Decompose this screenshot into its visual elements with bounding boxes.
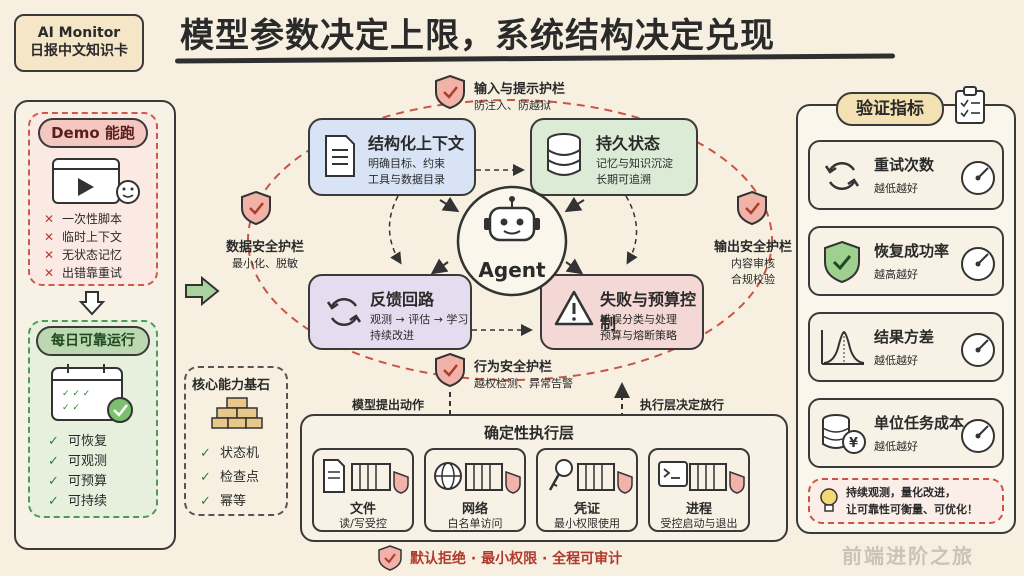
- exec-left-label: 模型提出动作: [352, 398, 425, 412]
- svg-text:✓ ✓: ✓ ✓: [62, 403, 80, 413]
- brand-badge: AI Monitor 日报中文知识卡: [14, 14, 144, 72]
- feedback-title: 反馈回路: [370, 290, 435, 309]
- warning-icon: [554, 290, 594, 326]
- shield-icon: [241, 190, 271, 226]
- shield-icon: [435, 352, 465, 388]
- footer-text: 默认拒绝 · 最小权限 · 全程可审计: [410, 551, 623, 567]
- list-item: ✓幂等: [200, 490, 259, 514]
- down-arrow-icon: [78, 291, 106, 316]
- failure-card: 失败与预算控制 错误分类与处理 预算与熔断策略: [540, 274, 704, 350]
- action-guard: 行为安全护栏 越权检测、异常告警: [474, 360, 573, 390]
- gauge-icon: [961, 247, 995, 281]
- document-icon: [325, 135, 355, 177]
- list-item: ✓可恢复: [48, 432, 107, 452]
- guard-ring: [247, 99, 773, 381]
- list-item: ✓可预算: [48, 472, 107, 492]
- right-arrow-icon: [185, 275, 220, 307]
- gauge-icon: [961, 419, 995, 453]
- state-title: 持久状态: [596, 134, 661, 153]
- key-icon: [548, 459, 633, 494]
- context-title: 结构化上下文: [368, 134, 465, 153]
- metrics-note: [808, 478, 1004, 524]
- check-icon: ✓: [48, 454, 59, 469]
- retry-icon: [824, 161, 860, 191]
- gauge-icon: [961, 333, 995, 367]
- input-guard: 输入与提示护栏 防注入、防越狱: [474, 82, 566, 112]
- list-item: ✓状态机: [200, 442, 259, 466]
- globe-icon: [434, 462, 521, 494]
- exec-item-credential: 凭证 最小权限使用: [536, 448, 638, 532]
- list-item: ✓可持续: [48, 492, 107, 512]
- file-icon: [323, 459, 409, 494]
- output-guard: 输出安全护栏 内容审核 合规校验: [713, 240, 792, 286]
- data-guard: 数据安全护栏 最小化、脱敏: [225, 240, 304, 270]
- metric-cost: ¥ 单位任务成本 越低越好: [808, 398, 1004, 468]
- core-panel: [184, 366, 288, 516]
- check-icon: ✓: [48, 434, 59, 449]
- list-item: ✕无状态记忆: [44, 248, 123, 262]
- exec-title: 确定性执行层: [484, 424, 575, 442]
- bricks-icon: [211, 397, 263, 429]
- refresh-icon: [326, 297, 362, 327]
- exec-item-file: 文件 读/写受控: [312, 448, 414, 532]
- failure-sub: 错误分类与处理 预算与熔断策略: [600, 313, 677, 342]
- exec-item-network: 网络 白名单访问: [424, 448, 526, 532]
- list-item: ✓检查点: [200, 466, 259, 490]
- state-card: 持久状态 记忆与知识沉淀 长期可追溯: [530, 118, 698, 196]
- cross-icon: ✕: [44, 212, 55, 226]
- svg-text:✓ ✓ ✓: ✓ ✓ ✓: [62, 389, 90, 399]
- check-icon: ✓: [200, 470, 211, 485]
- video-window-icon: [52, 158, 140, 204]
- shield-icon: [378, 545, 402, 571]
- core-title: 核心能力基石: [192, 378, 271, 393]
- shield-icon: [737, 190, 767, 226]
- bulb-icon: [820, 488, 838, 512]
- svg-text:¥: ¥: [849, 436, 858, 451]
- bell-curve-icon: [821, 330, 865, 365]
- agent-label: Agent: [478, 258, 546, 282]
- clipboard-icon: [955, 86, 985, 124]
- check-icon: ✓: [48, 494, 59, 509]
- database-icon: [547, 133, 581, 176]
- cross-icon: ✕: [44, 230, 55, 244]
- list-item: ✓可观测: [48, 452, 107, 472]
- watermark: 前端进阶之旅: [842, 544, 974, 568]
- metric-recovery: 恢复成功率 越高越好: [808, 226, 1004, 296]
- list-item: ✕一次性脚本: [44, 212, 123, 226]
- cross-icon: ✕: [44, 266, 55, 280]
- exec-item-process: 进程 受控启动与退出: [648, 448, 750, 532]
- check-icon: ✓: [200, 446, 211, 461]
- demo-list: ✕一次性脚本 ✕临时上下文 ✕无状态记忆 ✕出错靠重试: [44, 210, 122, 282]
- demo-title: Demo 能跑: [38, 118, 148, 148]
- shield-icon: [435, 74, 465, 110]
- list-item: ✕出错靠重试: [44, 266, 123, 280]
- daily-list: ✓可恢复 ✓可观测 ✓可预算 ✓可持续: [48, 432, 107, 512]
- context-sub: 明确目标、约束 工具与数据目录: [368, 157, 445, 186]
- exec-right-label: 执行层决定放行: [640, 398, 725, 412]
- failure-title: 失败与预算控制: [600, 290, 697, 333]
- metrics-title: 验证指标: [836, 92, 944, 126]
- badge-line-2: 日报中文知识卡: [30, 43, 128, 59]
- shield-check-icon: [824, 240, 860, 284]
- daily-title: 每日可靠运行: [36, 326, 150, 356]
- context-card: 结构化上下文 明确目标、约束 工具与数据目录: [308, 118, 476, 196]
- page-title: 模型参数决定上限，系统结构决定兑现: [180, 16, 775, 56]
- metric-variance: 结果方差 越低越好: [808, 312, 1004, 382]
- gauge-icon: [961, 161, 995, 195]
- list-item: ✕临时上下文: [44, 230, 123, 244]
- metric-retry: 重试次数 越低越好: [808, 140, 1004, 210]
- metrics-note-text: 持续观测，量化改进， 让可靠性可衡量、可优化！: [846, 486, 978, 516]
- badge-line-1: AI Monitor: [37, 25, 121, 41]
- core-list: ✓状态机 ✓检查点 ✓幂等: [200, 442, 259, 514]
- robot-icon: [484, 196, 540, 242]
- feedback-sub: 观测 → 评估 → 学习 持续改进: [370, 313, 469, 342]
- terminal-icon: [658, 461, 745, 494]
- feedback-card: 反馈回路 观测 → 评估 → 学习 持续改进: [308, 274, 472, 350]
- check-icon: ✓: [200, 494, 211, 509]
- state-sub: 记忆与知识沉淀 长期可追溯: [596, 157, 673, 186]
- calendar-check-icon: ✓ ✓ ✓ ✓ ✓: [51, 364, 133, 423]
- check-icon: ✓: [48, 474, 59, 489]
- cross-icon: ✕: [44, 248, 55, 262]
- coins-icon: ¥: [822, 414, 866, 454]
